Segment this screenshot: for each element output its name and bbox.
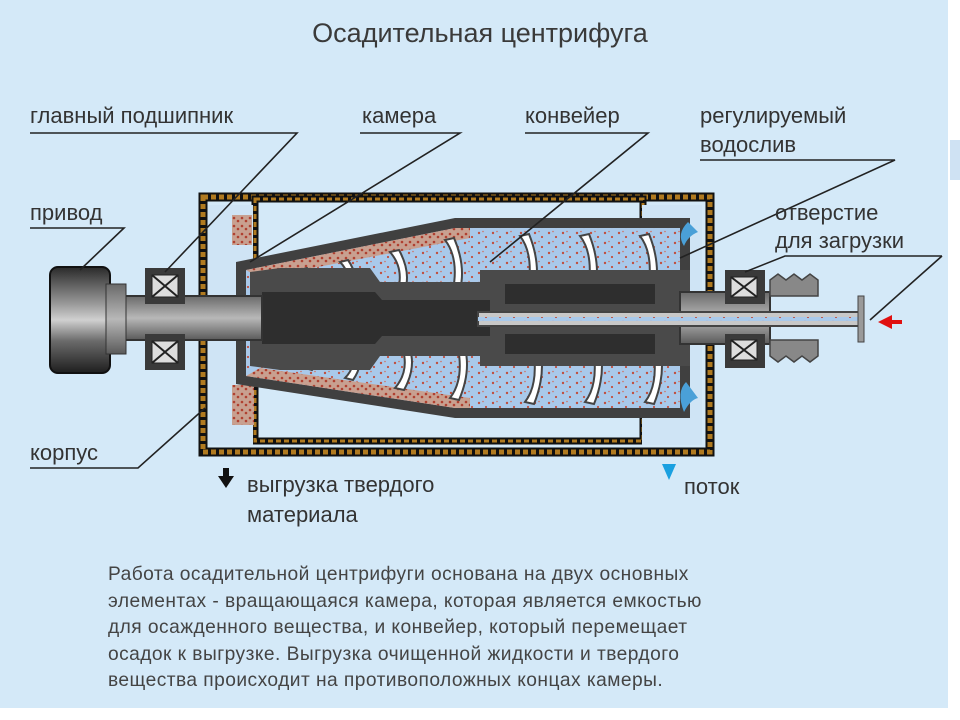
main-bearing xyxy=(145,268,185,370)
falling-solids-bottom xyxy=(232,385,254,425)
falling-solids-top xyxy=(232,215,252,245)
weir-splash-top xyxy=(680,222,698,246)
sediment-top xyxy=(246,228,470,278)
label-inlet-line2: для загрузки xyxy=(775,228,905,253)
window-edge xyxy=(948,0,960,720)
window-edge-bottom xyxy=(0,708,960,720)
feed-tube xyxy=(477,295,865,343)
leader-lines xyxy=(30,132,943,469)
label-conveyor: конвейер xyxy=(525,103,620,128)
description-line: элементах - вращающаяся камера, которая … xyxy=(108,590,702,612)
drive-shaft xyxy=(121,295,263,341)
label-chamber: камера xyxy=(362,103,437,128)
description-line: осадок к выгрузке. Выгрузка очищенной жи… xyxy=(108,643,680,665)
label-main-bearing: главный подшипник xyxy=(30,103,234,128)
label-solids-line1: выгрузка твердого xyxy=(247,472,435,497)
drive-coupling xyxy=(105,283,127,355)
weir-splash-bottom xyxy=(680,382,698,412)
page-title: Осадительная центрифуга xyxy=(312,18,648,48)
right-bearing xyxy=(725,270,765,368)
label-solids-line2: материала xyxy=(247,502,358,527)
label-drive: привод xyxy=(30,200,103,225)
description-line: для осажденного вещества, и конвейер, ко… xyxy=(108,617,688,638)
inlet-arrow-icon xyxy=(878,315,902,329)
description-text: Работа осадительной центрифуги основана … xyxy=(108,562,908,695)
label-inlet-line1: отверстие xyxy=(775,200,879,225)
label-weir-line1: регулируемый xyxy=(700,103,847,128)
sediment-bottom xyxy=(246,368,470,408)
description-line: Работа осадительной центрифуги основана … xyxy=(108,564,689,585)
scroll-mark xyxy=(950,140,960,180)
seal-threads xyxy=(769,273,819,363)
label-flow: поток xyxy=(684,474,740,499)
flow-arrow-icon xyxy=(662,464,676,480)
label-housing: корпус xyxy=(30,440,99,465)
solids-arrow-icon xyxy=(218,468,234,488)
drive-motor xyxy=(49,266,111,374)
label-weir-line2: водослив xyxy=(700,132,797,157)
conveyor-hub xyxy=(250,268,690,370)
description-line: вещества происходит на противоположных к… xyxy=(108,670,664,691)
